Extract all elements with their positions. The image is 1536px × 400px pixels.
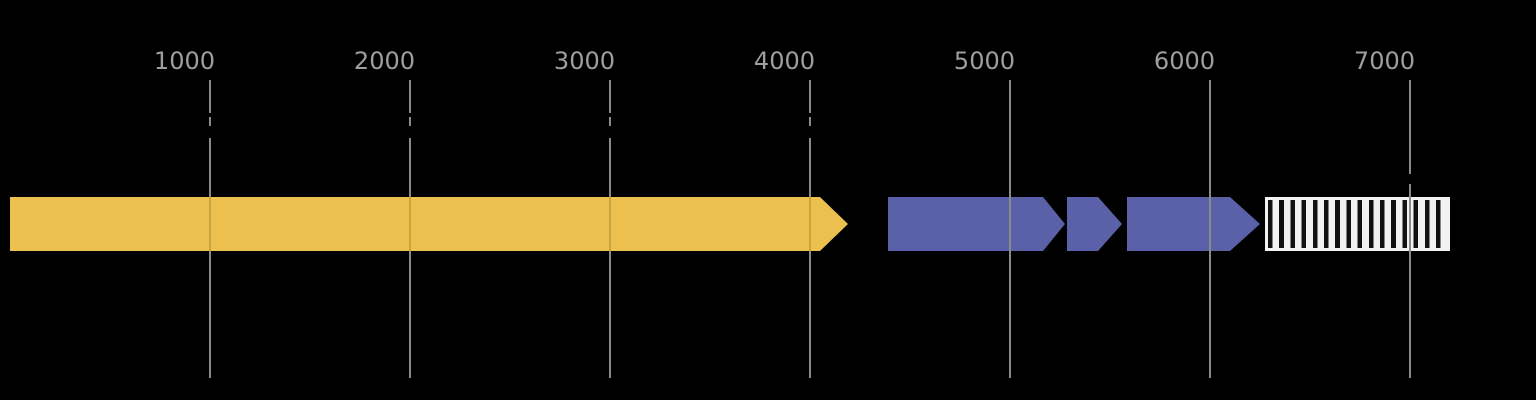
gridline-7000: [1409, 80, 1411, 174]
axis-tick-label-1000: 1000: [153, 47, 215, 75]
axis-tick-label-6000: 6000: [1153, 47, 1215, 75]
gridline-3000: [609, 117, 611, 126]
axis-tick-label-3000: 3000: [553, 47, 615, 75]
gridline-showthrough-2000: [409, 197, 411, 251]
gridline-6000: [1209, 80, 1211, 378]
gridline-showthrough-3000: [609, 197, 611, 251]
axis-tick-label-5000: 5000: [953, 47, 1015, 75]
hatched-box-feature-5: [1265, 197, 1450, 251]
gridline-4000: [809, 117, 811, 126]
gridline-2000: [409, 117, 411, 126]
gridline-1000: [209, 117, 211, 126]
gene-arrow-feature-2: [888, 197, 1065, 251]
gridline-5000: [1009, 80, 1011, 378]
gridline-2000: [409, 80, 411, 113]
gridline-4000: [809, 80, 811, 113]
axis-tick-label-4000: 4000: [753, 47, 815, 75]
gridline-showthrough-1000: [209, 197, 211, 251]
gridline-4000: [809, 138, 811, 378]
gene-arrow-feature-4: [1127, 197, 1260, 251]
gridline-7000: [1409, 184, 1411, 378]
gridline-showthrough-4000: [809, 197, 811, 251]
gene-arrow-feature-3: [1067, 197, 1122, 251]
gene-arrow-feature-1: [10, 197, 848, 251]
gridline-3000: [609, 80, 611, 113]
axis-tick-label-2000: 2000: [353, 47, 415, 75]
gridline-2000: [409, 138, 411, 378]
gridline-1000: [209, 80, 211, 113]
gridline-3000: [609, 138, 611, 378]
axis-tick-label-7000: 7000: [1353, 47, 1415, 75]
gridline-1000: [209, 138, 211, 378]
